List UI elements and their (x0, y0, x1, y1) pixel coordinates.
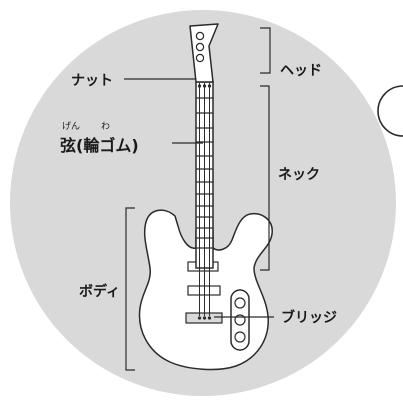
control-knob (234, 331, 246, 343)
bridge-dot (202, 316, 207, 320)
head-label: ヘッド (280, 63, 322, 79)
string-furigana: げん (62, 122, 81, 132)
tuning-peg (195, 42, 205, 52)
nut-dot (197, 84, 202, 88)
head-bracket (260, 27, 271, 74)
string-furigana: わ (101, 122, 111, 132)
tuning-peg (195, 53, 205, 63)
body-bracket (125, 207, 135, 371)
body-label: ボディ (79, 284, 121, 300)
strings (199, 83, 210, 316)
bridge-label: ブリッジ (281, 310, 337, 326)
nut-label: ナット (71, 73, 113, 89)
neck-bracket (260, 85, 270, 271)
control-knob (234, 297, 246, 309)
edge-ring (377, 85, 403, 137)
nut-dot (207, 84, 212, 88)
bridge-dot (207, 316, 212, 320)
nut-dot (202, 84, 207, 88)
bridge-dot (197, 316, 202, 320)
tuning-peg (195, 31, 205, 41)
neck-label: ネック (278, 167, 320, 183)
string-label: 弦(輪ゴム) (60, 136, 139, 155)
